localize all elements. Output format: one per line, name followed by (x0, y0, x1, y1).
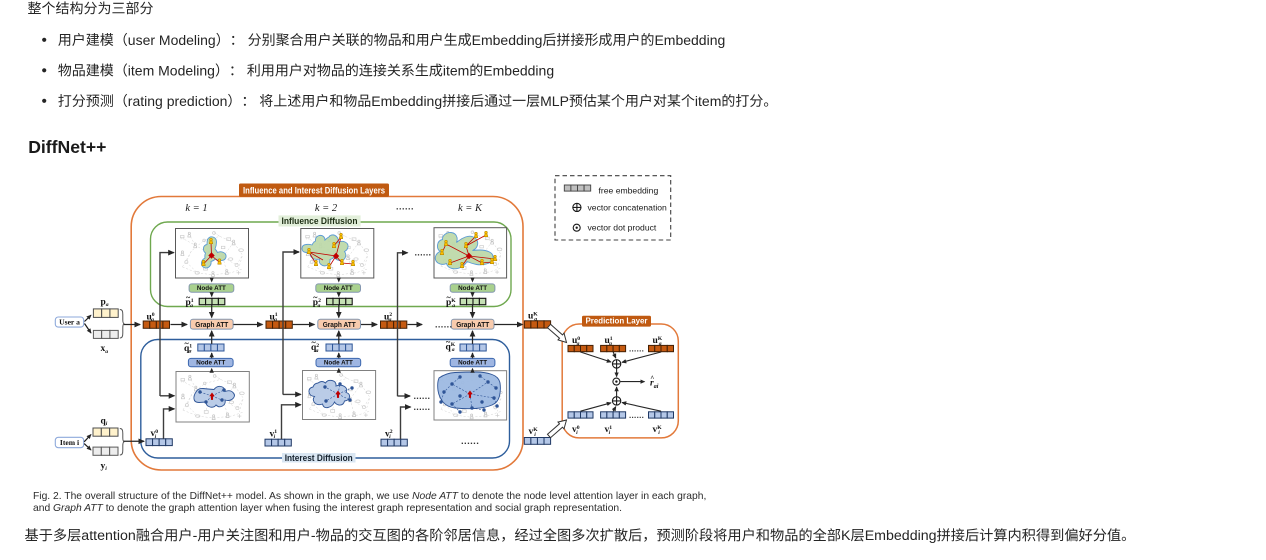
svg-text:Node ATT: Node ATT (458, 285, 488, 292)
svg-text:......: ...... (415, 248, 432, 258)
svg-text:vKi: vKi (529, 427, 539, 438)
svg-text:K: K (841, 528, 851, 544)
svg-text:~: ~ (446, 337, 451, 346)
svg-text:v1i: v1i (605, 425, 613, 436)
svg-text:uKa: uKa (528, 311, 538, 322)
svg-text:item: item (128, 62, 154, 78)
svg-text:k = K: k = K (458, 203, 483, 214)
svg-text:rai: rai (650, 378, 659, 390)
svg-text:v1i: v1i (270, 429, 278, 440)
svg-text:^: ^ (650, 375, 654, 383)
svg-text:~: ~ (186, 293, 191, 302)
svg-text:item: item (443, 62, 469, 78)
svg-text:q1a: q1a (184, 344, 192, 355)
svg-text:~: ~ (312, 338, 317, 347)
svg-text:~: ~ (447, 293, 452, 302)
svg-text:Prediction Layer: Prediction Layer (586, 316, 649, 326)
svg-text:yi: yi (101, 461, 108, 472)
svg-text:rating: rating (128, 93, 163, 109)
svg-text:......: ...... (414, 391, 431, 401)
svg-text:Embedding: Embedding (483, 62, 554, 78)
svg-text:v2i: v2i (385, 429, 393, 440)
svg-text:Node ATT: Node ATT (458, 360, 488, 367)
svg-text:qi: qi (101, 416, 108, 427)
svg-text:Graph ATT: Graph ATT (195, 320, 229, 329)
svg-text:Node ATT: Node ATT (324, 285, 354, 292)
svg-text:qKa: qKa (446, 342, 456, 353)
svg-text:xa: xa (101, 344, 109, 355)
svg-text:vKi: vKi (653, 425, 663, 436)
svg-text:u0a: u0a (147, 312, 155, 323)
svg-text:k = 1: k = 1 (185, 203, 207, 214)
svg-text:Graph ATT: Graph ATT (323, 320, 357, 329)
svg-text:prediction: prediction (167, 93, 228, 109)
svg-text:vector dot product: vector dot product (588, 223, 657, 233)
svg-text:Embedding: Embedding (654, 32, 725, 48)
svg-text:user: user (128, 32, 156, 48)
svg-text:u1a: u1a (605, 336, 613, 347)
svg-text:MLP: MLP (540, 93, 569, 109)
svg-text:Influence and Interest Diffusi: Influence and Interest Diffusion Layers (243, 185, 385, 195)
svg-text:......: ...... (396, 202, 414, 212)
svg-text:u1a: u1a (270, 312, 278, 323)
svg-text:u2a: u2a (384, 312, 392, 323)
svg-text:u0a: u0a (572, 336, 580, 347)
svg-text:-: - (193, 528, 198, 544)
svg-text:......: ...... (629, 345, 644, 354)
svg-text:~: ~ (185, 339, 190, 348)
svg-text:v0i: v0i (572, 425, 580, 436)
svg-text:Modeling: Modeling (159, 32, 216, 48)
svg-text:pKa: pKa (446, 298, 456, 309)
svg-text:Node ATT: Node ATT (324, 360, 354, 367)
svg-text:......: ...... (414, 402, 431, 412)
svg-text:Graph ATT: Graph ATT (456, 320, 490, 329)
svg-text:Item i: Item i (60, 438, 79, 447)
svg-text:free embedding: free embedding (599, 185, 659, 195)
svg-text:Modeling: Modeling (158, 62, 215, 78)
svg-text:item: item (695, 93, 721, 109)
svg-text:uKa: uKa (653, 336, 663, 347)
svg-text:v0i: v0i (151, 429, 159, 440)
svg-text:-: - (311, 528, 316, 544)
svg-text:Embedding: Embedding (472, 32, 543, 48)
svg-text:vector concatenation: vector concatenation (588, 202, 668, 212)
svg-text:pa: pa (101, 297, 109, 308)
svg-text:......: ...... (629, 411, 644, 420)
svg-text:attention: attention (81, 528, 135, 544)
svg-text:p1a: p1a (186, 298, 194, 309)
svg-text:Interest Diffusion: Interest Diffusion (285, 453, 353, 463)
svg-text:Embedding: Embedding (865, 528, 937, 544)
svg-text:......: ...... (461, 436, 479, 447)
svg-text:User a: User a (59, 318, 80, 327)
svg-text:......: ...... (435, 320, 452, 330)
svg-text:Embedding: Embedding (371, 93, 442, 109)
svg-text:~: ~ (313, 293, 318, 302)
svg-text:q2a: q2a (311, 343, 319, 354)
svg-text:k = 2: k = 2 (315, 203, 338, 214)
svg-text:p2a: p2a (313, 298, 321, 309)
svg-text:Node ATT: Node ATT (197, 285, 227, 292)
svg-text:Influence Diffusion: Influence Diffusion (282, 216, 358, 226)
svg-text:Node ATT: Node ATT (196, 360, 226, 367)
